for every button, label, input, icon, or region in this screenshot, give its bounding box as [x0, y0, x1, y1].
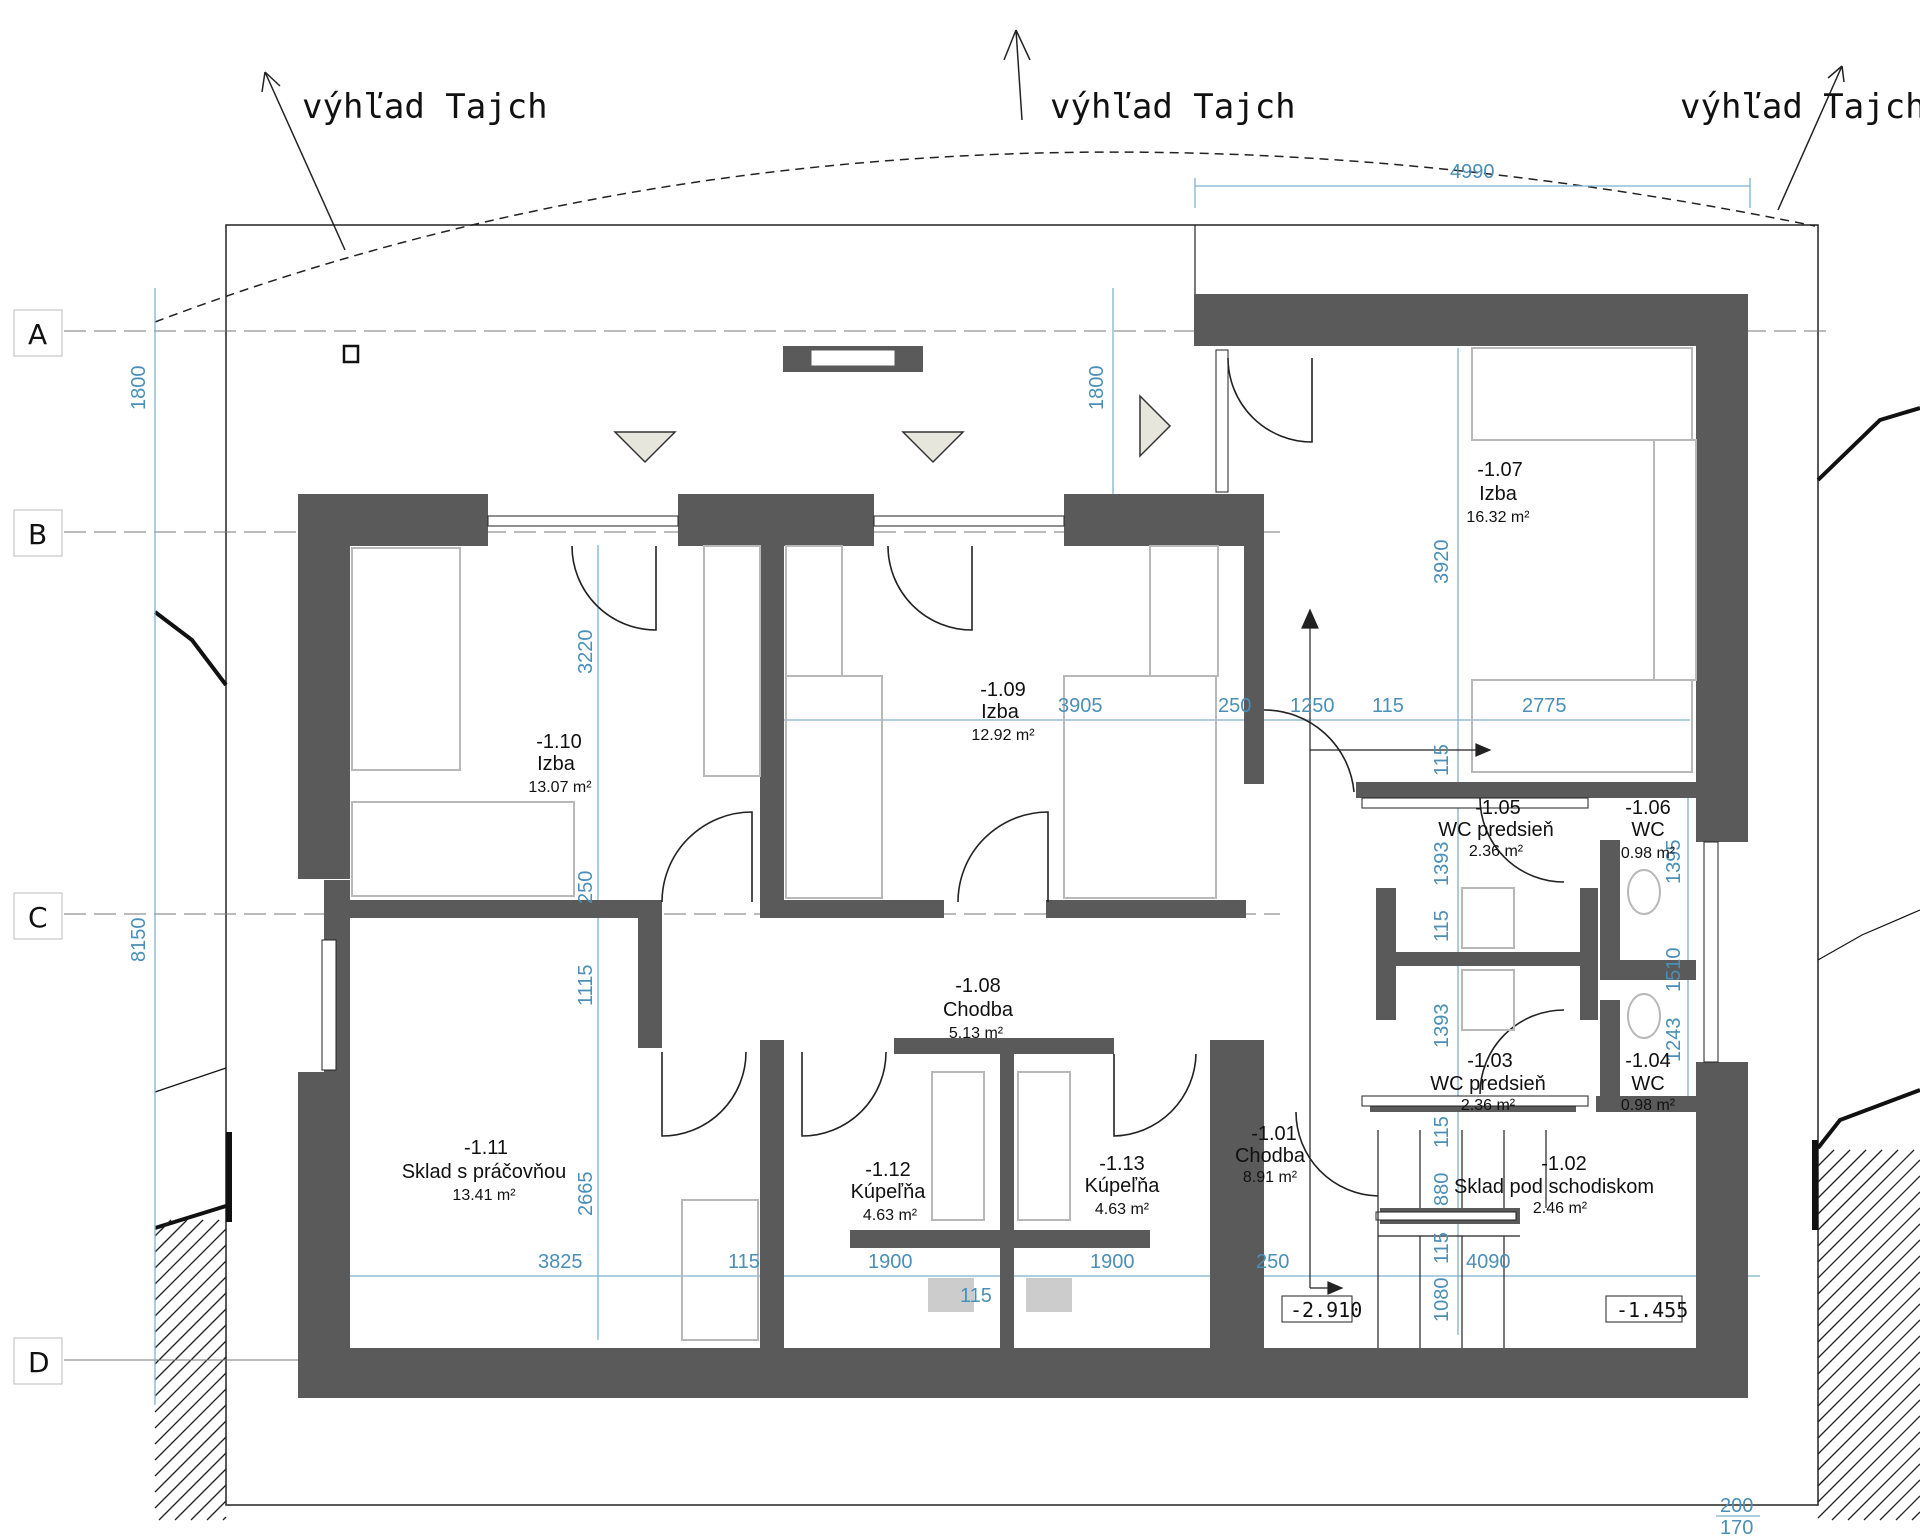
room-1-04-name: WC [1631, 1073, 1664, 1095]
staircase [1301, 608, 1547, 1348]
dim-250-b: 250 [1218, 695, 1251, 717]
room-1-11-name: Sklad s práčovňou [402, 1161, 567, 1183]
grid-axis-b: B [28, 518, 47, 551]
room-1-01-name: Chodba [1235, 1145, 1306, 1167]
dim-1393-b: 1393 [1431, 1004, 1453, 1049]
grid-axis-c: C [28, 901, 48, 934]
dim-880: 880 [1431, 1173, 1453, 1206]
view-direction-annotations: výhľad Tajch výhľad Tajch výhľad Tajch [154, 29, 1920, 323]
room-1-10-name: Izba [537, 753, 576, 775]
dim-115-g: 115 [960, 1285, 992, 1307]
dim-1900-b: 1900 [1090, 1251, 1135, 1273]
room-1-13-name: Kúpeľňa [1085, 1175, 1161, 1197]
dim-3920: 3920 [1431, 540, 1453, 585]
dim-115-a: 115 [1372, 695, 1404, 717]
dim-115-b: 115 [1431, 744, 1453, 776]
room-1-10-number: -1.10 [536, 731, 582, 753]
room-1-06-name: WC [1631, 819, 1664, 841]
room-1-03-name: WC predsieň [1430, 1073, 1546, 1095]
view-arc [154, 151, 1816, 323]
room-1-08-area: 5.13 m² [949, 1025, 1004, 1042]
room-labels: -1.01 Chodba 8.91 m² -1.02 Sklad pod sch… [402, 459, 1676, 1224]
room-1-01-area: 8.91 m² [1243, 1169, 1298, 1186]
dim-2775: 2775 [1522, 695, 1567, 717]
dim-4090: 4090 [1466, 1251, 1511, 1273]
view-label-left: výhľad Tajch [302, 87, 548, 127]
dimension-texts: 4990 1800 8150 1800 3220 250 1115 2665 3… [128, 161, 1753, 1536]
room-1-06-area: 0.98 m² [1621, 845, 1676, 862]
room-1-02-number: -1.02 [1541, 1153, 1587, 1175]
dim-top-width: 4990 [1450, 161, 1495, 183]
dim-left-8150: 8150 [128, 918, 150, 963]
room-1-13-area: 4.63 m² [1095, 1201, 1150, 1218]
room-1-09-area: 12.92 m² [971, 727, 1035, 744]
dimension-lines [154, 178, 1760, 1517]
view-label-center: výhľad Tajch [1050, 87, 1296, 127]
level-marker-right: -1.455 [1616, 1298, 1688, 1322]
room-1-05-area: 2.36 m² [1469, 843, 1524, 860]
level-marker-left: -2.910 [1290, 1298, 1362, 1322]
level-markers: -2.910 -1.455 [1281, 1295, 1688, 1323]
room-1-13-number: -1.13 [1099, 1153, 1145, 1175]
walls [298, 294, 1748, 1398]
grid-axis-a: A [28, 318, 47, 351]
dim-115-f: 115 [728, 1251, 760, 1273]
grid-axis-d: D [28, 1346, 50, 1379]
room-1-04-number: -1.04 [1625, 1050, 1671, 1072]
terrain [153, 224, 1920, 1521]
dim-left-1800: 1800 [128, 366, 150, 411]
room-1-04-area: 0.98 m² [1621, 1097, 1676, 1114]
dim-1250: 1250 [1290, 695, 1335, 717]
dim-mid-1800: 1800 [1086, 366, 1108, 411]
grid-axes: A B C D [13, 309, 1830, 1385]
room-1-10-area: 13.07 m² [528, 779, 592, 796]
room-1-06-number: -1.06 [1625, 797, 1671, 819]
windows [321, 349, 1719, 1221]
room-1-08-name: Chodba [943, 999, 1014, 1021]
dim-1393-a: 1393 [1431, 842, 1453, 887]
dim-250-a: 250 [575, 871, 597, 904]
room-1-09-name: Izba [981, 701, 1020, 723]
room-1-03-number: -1.03 [1467, 1050, 1513, 1072]
room-1-11-area: 13.41 m² [452, 1187, 516, 1204]
plot-boundary [225, 224, 1819, 1506]
dim-115-e: 115 [1431, 1232, 1453, 1264]
doors [571, 357, 1565, 1197]
room-1-02-name: Sklad pod schodiskom [1454, 1176, 1654, 1198]
dim-200: 200 [1720, 1495, 1753, 1517]
dim-115-d: 115 [1431, 1116, 1453, 1148]
room-1-08-number: -1.08 [955, 975, 1001, 997]
dim-3220: 3220 [575, 630, 597, 675]
dim-1900-a: 1900 [868, 1251, 913, 1273]
furniture [351, 347, 1697, 1341]
dim-3905: 3905 [1058, 695, 1103, 717]
terrace-elements [342, 344, 1172, 464]
dim-170: 170 [1720, 1517, 1753, 1536]
room-1-03-area: 2.36 m² [1461, 1097, 1516, 1114]
dim-1080: 1080 [1431, 1278, 1453, 1323]
room-1-12-number: -1.12 [865, 1159, 911, 1181]
room-1-07-number: -1.07 [1477, 459, 1523, 481]
room-1-12-area: 4.63 m² [863, 1207, 918, 1224]
room-1-05-number: -1.05 [1475, 797, 1521, 819]
room-1-07-name: Izba [1479, 483, 1518, 505]
room-1-12-name: Kúpeľňa [851, 1181, 927, 1203]
view-label-right: výhľad Tajch [1680, 87, 1920, 127]
room-1-02-area: 2.46 m² [1533, 1200, 1588, 1217]
room-1-07-area: 16.32 m² [1466, 509, 1530, 526]
dim-1510: 1510 [1663, 948, 1685, 993]
dim-115-c: 115 [1431, 910, 1453, 942]
dim-2665: 2665 [575, 1172, 597, 1217]
room-1-01-number: -1.01 [1251, 1123, 1297, 1145]
room-1-05-name: WC predsieň [1438, 819, 1554, 841]
dim-1115: 1115 [575, 964, 597, 1006]
room-1-11-number: -1.11 [464, 1137, 508, 1159]
dim-250-c: 250 [1256, 1251, 1289, 1273]
dim-1395: 1395 [1663, 840, 1685, 885]
dim-3825: 3825 [538, 1251, 583, 1273]
dim-1243: 1243 [1663, 1018, 1685, 1063]
room-1-09-number: -1.09 [980, 679, 1026, 701]
